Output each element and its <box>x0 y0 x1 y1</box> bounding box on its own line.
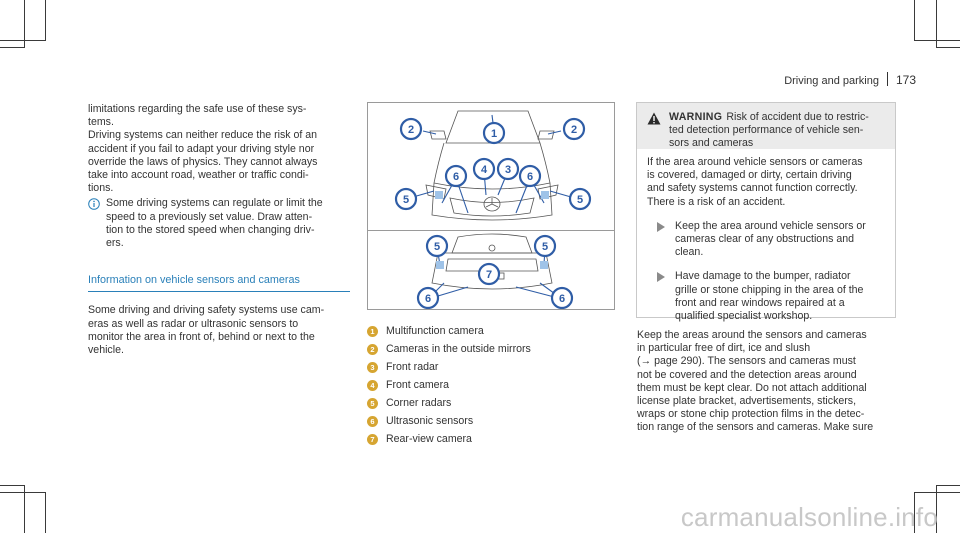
legend-number: 6 <box>367 415 378 427</box>
legend-label: Ultrasonic sensors <box>386 415 474 427</box>
crop-mark <box>936 47 960 48</box>
legend-item: 5 Corner radars <box>367 394 617 412</box>
callout: 2 <box>408 124 414 136</box>
star-lines <box>485 198 499 208</box>
legend-label: Cameras in the outside mirrors <box>386 343 531 355</box>
crop-mark <box>914 40 960 41</box>
left-column: limitations regarding the safe use of th… <box>88 103 353 357</box>
legend-label: Rear-view camera <box>386 433 472 445</box>
hood-line <box>433 182 551 190</box>
crop-mark <box>914 492 915 533</box>
legend-label: Multifunction camera <box>386 325 484 337</box>
crop-mark <box>936 485 937 533</box>
step-text: Have damage to the bumper, radiator gril… <box>675 270 864 323</box>
rear-emblem <box>488 244 496 252</box>
callout: 6 <box>559 293 565 305</box>
legend-item: 2 Cameras in the outside mirrors <box>367 340 617 358</box>
callout: 5 <box>542 241 548 253</box>
vehicle-sensors-figure: 2 1 2 6 4 3 6 5 5 5 5 7 6 6 <box>367 102 615 310</box>
legend-number: 4 <box>367 379 378 391</box>
crop-mark <box>45 492 46 533</box>
warning-title: Risk of accident due to restric- ted det… <box>669 111 869 150</box>
warning-step: Keep the area around vehicle sensors or … <box>647 220 885 260</box>
warning-label: WARNING <box>669 111 723 123</box>
note-text: Some driving systems can regulate or lim… <box>106 197 323 250</box>
legend-number: 5 <box>367 397 378 409</box>
right-column: Keep the areas around the sensors and ca… <box>637 329 897 435</box>
callout: 4 <box>481 164 488 176</box>
figure-legend: 1 Multifunction camera 2 Cameras in the ou… <box>367 322 617 448</box>
callout: 7 <box>486 269 492 281</box>
callout: 1 <box>491 128 497 140</box>
crop-mark <box>914 492 960 493</box>
front-grille <box>449 197 535 217</box>
paragraph: limitations regarding the safe use of th… <box>88 103 307 129</box>
action-arrow-icon <box>657 272 665 283</box>
figure-divider <box>368 230 614 231</box>
mirror-left <box>429 130 447 140</box>
info-icon <box>88 198 100 211</box>
callout: 5 <box>434 241 440 253</box>
legend-label: Corner radars <box>386 397 452 409</box>
note: Some driving systems can regulate or lim… <box>88 197 353 250</box>
crop-mark <box>0 47 24 48</box>
callout: 6 <box>425 293 431 305</box>
legend-number: 1 <box>367 325 378 337</box>
action-arrow-icon <box>657 221 665 232</box>
hood-outline <box>431 142 553 221</box>
callout: 3 <box>505 164 511 176</box>
callout: 6 <box>527 171 533 183</box>
crop-mark <box>914 0 915 41</box>
crop-mark <box>0 40 46 41</box>
crop-mark <box>0 492 46 493</box>
tailgate <box>445 258 539 272</box>
page-number: 173 <box>895 73 916 87</box>
rear-body <box>431 252 553 290</box>
warning-text: If the area around vehicle sensors or ca… <box>647 156 863 208</box>
legend-number: 2 <box>367 343 378 355</box>
legend-label: Front radar <box>386 361 439 373</box>
legend-item: 1 Multifunction camera <box>367 322 617 340</box>
warning-triangle-icon <box>647 112 661 125</box>
callout: 2 <box>571 124 577 136</box>
crop-mark <box>936 485 960 486</box>
watermark: carmanualsonline.info <box>680 502 938 532</box>
callout: 6 <box>453 171 459 183</box>
car-illustration: 2 1 2 6 4 3 6 5 5 5 5 7 6 6 <box>394 110 592 309</box>
warning-body: If the area around vehicle sensors or ca… <box>637 149 895 323</box>
callout: 5 <box>403 194 409 206</box>
header-divider <box>886 72 888 86</box>
crop-mark <box>24 485 25 533</box>
legend-number: 7 <box>367 433 378 445</box>
legend-item: 7 Rear-view camera <box>367 430 617 448</box>
legend-item: 6 Ultrasonic sensors <box>367 412 617 430</box>
crop-mark <box>24 0 25 48</box>
legend-item: 4 Front camera <box>367 376 617 394</box>
paragraph: Some driving and driving safety systems … <box>88 304 325 357</box>
page-header: Driving and parking 173 <box>784 70 916 87</box>
mirror-right <box>537 130 555 140</box>
legend-number: 3 <box>367 361 378 373</box>
section-title: Driving and parking <box>784 75 879 87</box>
legend-item: 3 Front radar <box>367 358 617 376</box>
legend-label: Front camera <box>386 379 449 391</box>
callout: 5 <box>577 194 583 206</box>
step-text: Keep the area around vehicle sensors or … <box>675 219 866 259</box>
paragraph: Driving systems can neither reduce the r… <box>88 129 318 195</box>
crop-mark <box>0 485 24 486</box>
headlight-right <box>537 184 559 200</box>
crop-mark <box>936 0 937 48</box>
paragraph: Keep the areas around the sensors and ca… <box>637 329 874 434</box>
warning-step: Have damage to the bumper, radiator gril… <box>647 270 885 323</box>
star-emblem <box>483 196 501 212</box>
crop-mark <box>45 0 46 41</box>
section-heading: Information on vehicle sensors and camer… <box>88 274 350 293</box>
rear-window <box>451 233 533 254</box>
